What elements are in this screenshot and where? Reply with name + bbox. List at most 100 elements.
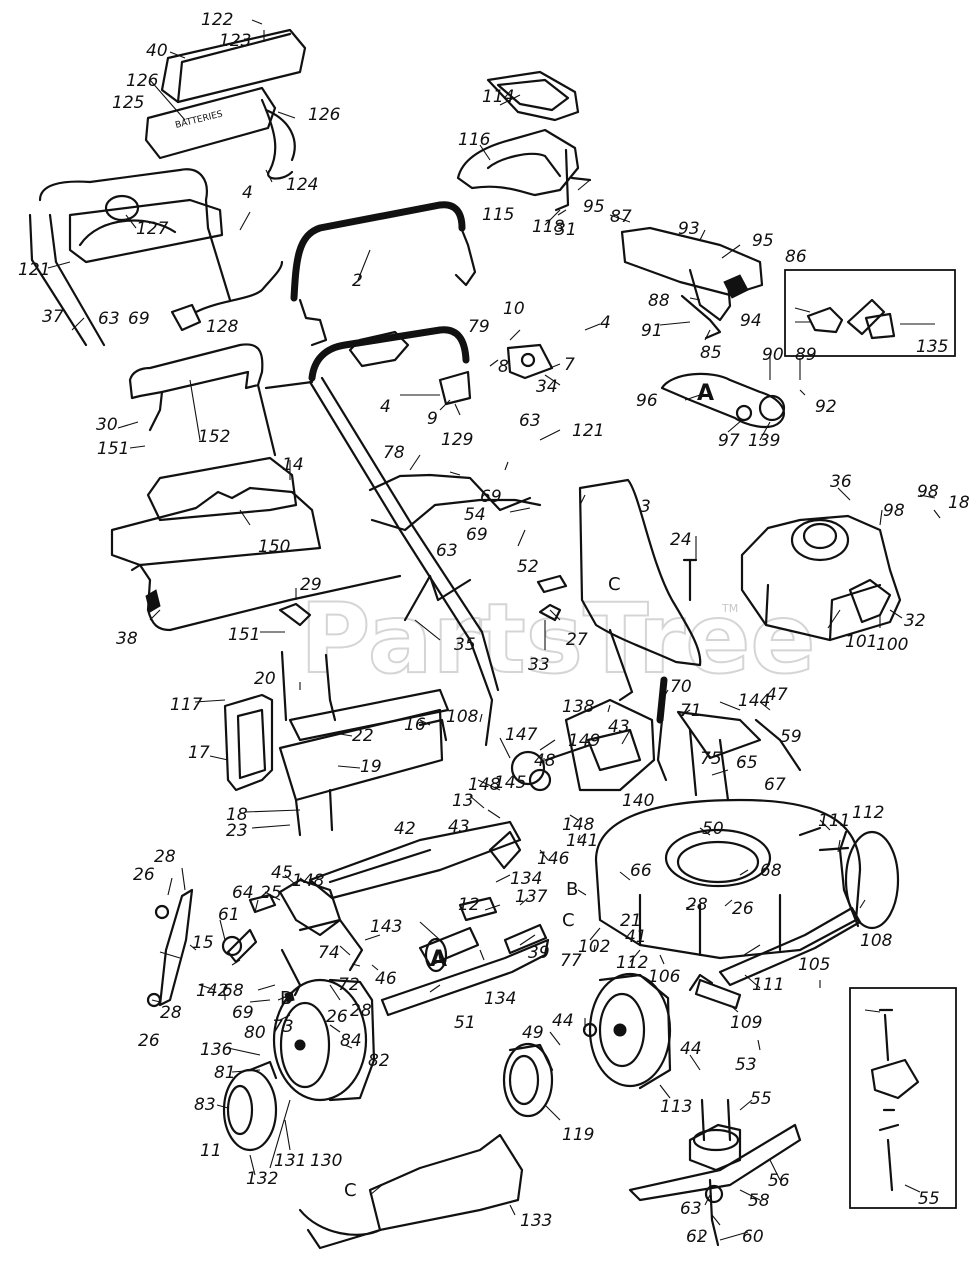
callout-label: 59 xyxy=(780,727,802,747)
callout-label: 125 xyxy=(112,93,144,113)
control-cable-part xyxy=(660,372,786,429)
callout-label: 151 xyxy=(228,625,260,645)
callout-label: 96 xyxy=(636,391,658,411)
callout-letter: B xyxy=(280,988,292,1009)
callout-label: 68 xyxy=(760,861,782,881)
callout-label: 38 xyxy=(116,629,138,649)
callout-label: 71 xyxy=(680,701,702,721)
grass-bag-frame-part xyxy=(128,343,277,457)
callout-label: 144 xyxy=(738,691,770,711)
callout-label: 85 xyxy=(700,343,722,363)
callout-label: 60 xyxy=(742,1227,764,1247)
callout-label: 19 xyxy=(360,757,382,777)
callout-letter: A xyxy=(697,381,714,406)
front-wheel-left-part xyxy=(272,978,376,1102)
callout-label: 21 xyxy=(620,911,642,931)
callout-label: 105 xyxy=(798,955,830,975)
callout-label: 93 xyxy=(678,219,700,239)
callout-label: 119 xyxy=(562,1125,594,1145)
callout-label: 122 xyxy=(201,10,233,30)
callout-label: 75 xyxy=(700,749,722,769)
front-baffle-part xyxy=(298,1133,524,1250)
callout-label: 8 xyxy=(498,357,509,377)
callout-label: 100 xyxy=(876,635,908,655)
callout-label: 87 xyxy=(610,207,632,227)
callout-label: 3 xyxy=(640,497,651,517)
callout-label: 108 xyxy=(446,707,479,727)
callout-label: 49 xyxy=(522,1023,544,1043)
callout-label: 91 xyxy=(641,321,663,341)
callout-label: 94 xyxy=(740,311,762,331)
callout-label: 108 xyxy=(860,931,893,951)
battery-cover-part xyxy=(160,28,307,104)
callout-letter: B xyxy=(566,879,578,900)
callout-label: 15 xyxy=(192,933,214,953)
callout-label: 142 xyxy=(196,981,228,1001)
transmission-part xyxy=(510,698,656,792)
callout-label: 14 xyxy=(282,455,304,475)
callout-label: 39 xyxy=(528,943,550,963)
chute-deflector-part xyxy=(578,478,702,702)
callout-label: 79 xyxy=(468,317,490,337)
callout-label: 42 xyxy=(394,819,416,839)
callout-label: 134 xyxy=(510,869,542,889)
battery-box-part: BATTERIES xyxy=(144,86,277,160)
callout-label: 121 xyxy=(572,421,604,441)
callout-label: 98 xyxy=(917,482,939,502)
callout-label: 89 xyxy=(795,345,817,365)
callout-label: 43 xyxy=(608,717,630,737)
callout-label: 84 xyxy=(340,1031,362,1051)
rear-wheel-small-part xyxy=(502,1042,554,1118)
callout-label: 126 xyxy=(126,71,159,91)
callout-label: 124 xyxy=(286,175,318,195)
callout-label: 129 xyxy=(441,430,473,450)
engine-part xyxy=(740,514,902,642)
callout-labels: 122 123 40 126 125 126 4 124 127 121 37 … xyxy=(18,10,970,1247)
callout-label: 13 xyxy=(452,791,474,811)
callout-letter: C xyxy=(562,910,575,931)
callout-label: 31 xyxy=(555,220,577,240)
callout-label: 111 xyxy=(818,811,850,831)
callout-label: 112 xyxy=(852,803,884,823)
callout-label: 90 xyxy=(762,345,784,365)
callout-label: 130 xyxy=(310,1151,342,1171)
callout-label: 10 xyxy=(503,299,525,319)
callout-label: 95 xyxy=(752,231,774,251)
callout-label: 65 xyxy=(736,753,758,773)
callout-label: 81 xyxy=(214,1063,236,1083)
callout-label: 43 xyxy=(448,817,470,837)
callout-label: 69 xyxy=(466,525,488,545)
callout-label: 134 xyxy=(484,989,516,1009)
control-bail-part xyxy=(308,326,554,406)
callout-label: 69 xyxy=(128,309,150,329)
callout-label: 47 xyxy=(766,685,788,705)
skid-part xyxy=(694,978,742,1010)
callout-label: 45 xyxy=(271,863,293,883)
callout-label: 23 xyxy=(226,821,248,841)
callout-label: 63 xyxy=(98,309,120,329)
callout-label: 54 xyxy=(464,505,486,525)
callout-label: 123 xyxy=(219,31,251,51)
callout-label: 25 xyxy=(260,883,282,903)
callout-label: 149 xyxy=(568,731,600,751)
callout-label: 136 xyxy=(200,1040,233,1060)
callout-letter: A xyxy=(430,947,447,972)
callout-label: 35 xyxy=(454,635,476,655)
callout-label: 151 xyxy=(97,439,129,459)
callout-label: 4 xyxy=(600,313,611,333)
callout-label: 12 xyxy=(458,895,480,915)
callout-label: 133 xyxy=(520,1211,552,1231)
callout-label: 135 xyxy=(916,337,948,357)
callout-label: 82 xyxy=(368,1051,390,1071)
callout-label: 4 xyxy=(380,397,391,417)
callout-label: 98 xyxy=(883,501,905,521)
callout-label: 28 xyxy=(686,895,708,915)
callout-label: 150 xyxy=(258,537,290,557)
blade-adapter-inset xyxy=(849,987,957,1209)
callout-label: 118 xyxy=(532,217,565,237)
callout-label: 48 xyxy=(534,751,556,771)
blade-adapter-part xyxy=(628,1098,802,1247)
axle-spacer-part xyxy=(221,928,258,964)
callout-label: 114 xyxy=(482,87,514,107)
